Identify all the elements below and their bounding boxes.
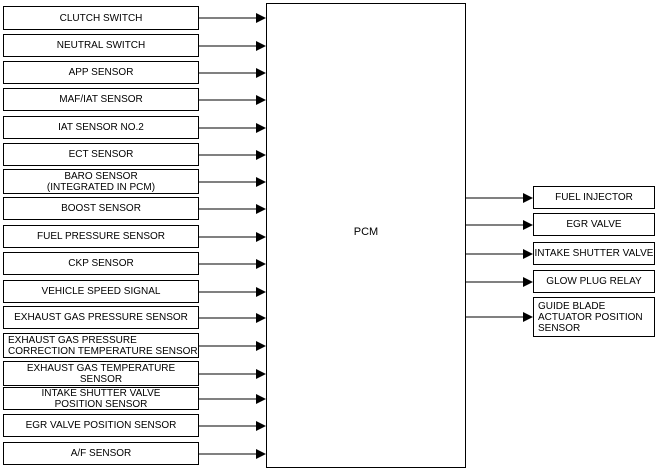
arrowhead	[523, 193, 533, 203]
input-signal-box: ECT SENSOR	[3, 143, 199, 166]
arrowhead	[523, 249, 533, 259]
arrowhead	[256, 204, 266, 214]
input-signal-box: APP SENSOR	[3, 61, 199, 84]
arrowhead	[256, 313, 266, 323]
input-signal-box: EXHAUST GAS TEMPERATURE SENSOR	[3, 361, 199, 386]
input-signal-box: CLUTCH SWITCH	[3, 6, 199, 30]
arrowhead	[256, 41, 266, 51]
arrowhead	[256, 177, 266, 187]
output-device-box: GLOW PLUG RELAY	[533, 270, 655, 293]
input-signal-box: NEUTRAL SWITCH	[3, 34, 199, 57]
output-device-box: FUEL INJECTOR	[533, 186, 655, 209]
input-signal-box: MAF/IAT SENSOR	[3, 88, 199, 111]
arrowhead	[256, 13, 266, 23]
arrowhead	[523, 277, 533, 287]
input-signal-box: A/F SENSOR	[3, 442, 199, 465]
arrowhead	[256, 68, 266, 78]
pcm-block: PCM	[266, 3, 466, 468]
arrowhead	[256, 95, 266, 105]
output-device-box: GUIDE BLADE ACTUATOR POSITION SENSOR	[533, 297, 655, 337]
arrowhead	[523, 312, 533, 322]
arrowhead	[256, 123, 266, 133]
arrowhead	[256, 287, 266, 297]
arrowhead	[256, 394, 266, 404]
arrowhead	[256, 449, 266, 459]
arrowhead	[256, 341, 266, 351]
input-signal-box: EXHAUST GAS PRESSURE SENSOR	[3, 306, 199, 329]
arrowhead	[256, 369, 266, 379]
input-signal-box: BOOST SENSOR	[3, 197, 199, 220]
arrowhead	[256, 259, 266, 269]
arrowhead	[523, 220, 533, 230]
input-signal-box: FUEL PRESSURE SENSOR	[3, 225, 199, 248]
input-signal-box: BARO SENSOR (INTEGRATED IN PCM)	[3, 169, 199, 194]
input-signal-box: INTAKE SHUTTER VALVE POSITION SENSOR	[3, 387, 199, 410]
input-signal-box: EXHAUST GAS PRESSURE CORRECTION TEMPERAT…	[3, 333, 199, 358]
arrowhead	[256, 150, 266, 160]
output-device-box: INTAKE SHUTTER VALVE	[533, 242, 655, 265]
arrowhead	[256, 232, 266, 242]
output-device-box: EGR VALVE	[533, 213, 655, 236]
input-signal-box: IAT SENSOR NO.2	[3, 116, 199, 139]
arrowhead	[256, 421, 266, 431]
input-signal-box: VEHICLE SPEED SIGNAL	[3, 280, 199, 303]
input-signal-box: EGR VALVE POSITION SENSOR	[3, 414, 199, 437]
pcm-label: PCM	[353, 226, 379, 238]
input-signal-box: CKP SENSOR	[3, 252, 199, 275]
